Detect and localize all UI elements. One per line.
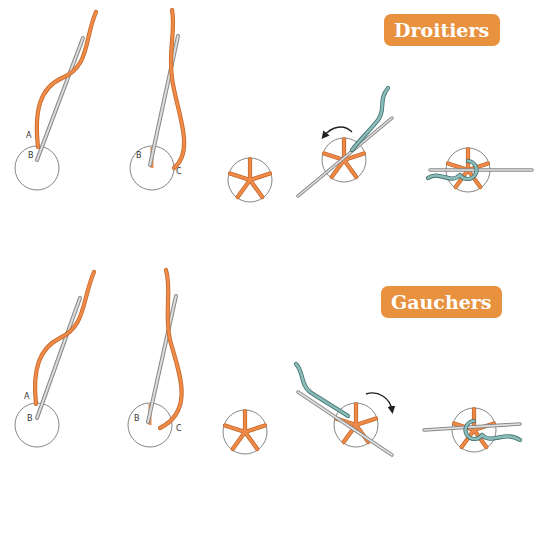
heading-badge: Droitiers	[384, 14, 500, 46]
point-letter: C	[176, 424, 182, 433]
badge-text: Droitiers	[394, 19, 490, 41]
point-letter: B	[27, 414, 33, 423]
point-letter: A	[26, 131, 31, 140]
point-letter: C	[176, 167, 182, 176]
point-letter: A	[24, 392, 29, 401]
point-letter: B	[136, 151, 142, 160]
point-letter: B	[28, 151, 34, 160]
badge-text: Gauchers	[391, 291, 492, 313]
heading-badge: Gauchers	[381, 286, 502, 318]
point-letter: B	[134, 414, 140, 423]
